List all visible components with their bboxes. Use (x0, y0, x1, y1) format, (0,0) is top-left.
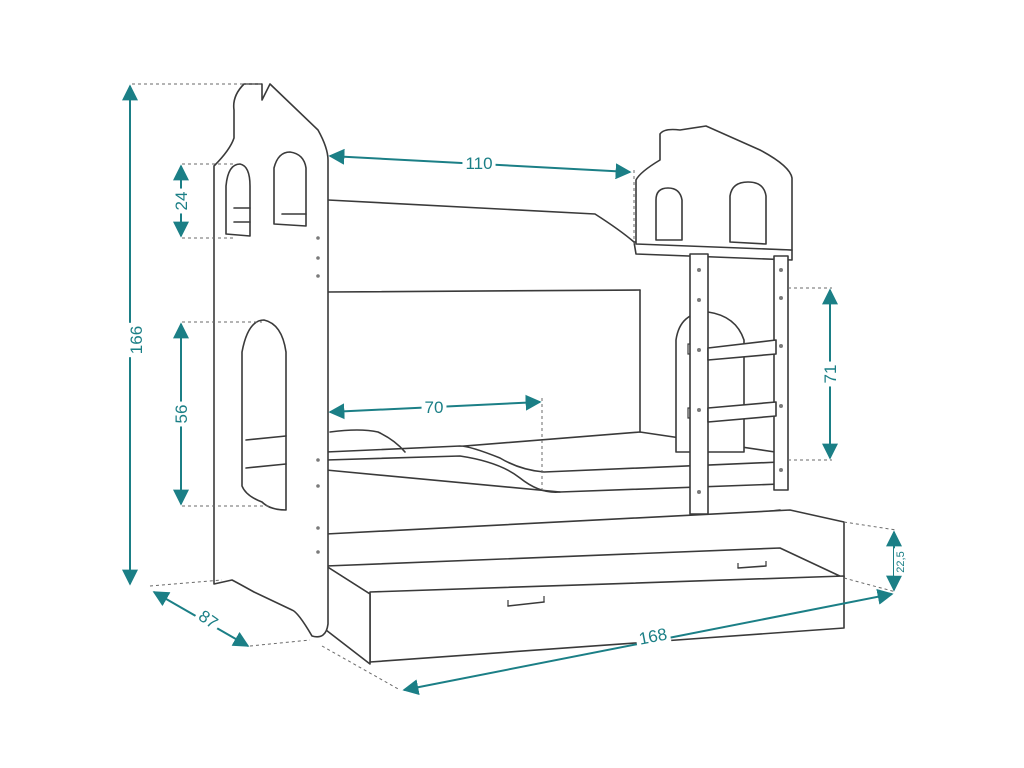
dim-ladder-height: 71 (821, 365, 840, 384)
dim-upper-window-height: 24 (172, 192, 191, 211)
dim-total-height: 166 (127, 326, 146, 354)
ladder (689, 253, 789, 515)
dim-upper-clearance: 110 (465, 154, 492, 173)
dimension-labels: 166 24 56 110 70 71 87 168 22,5 (126, 153, 908, 651)
extension-lines (132, 83, 897, 691)
drawer (325, 509, 845, 665)
dim-lower-window-height: 56 (172, 405, 191, 424)
dim-drawer-height: 22,5 (895, 551, 907, 572)
left-end-panel (213, 83, 329, 638)
dim-lower-clearance: 70 (425, 398, 444, 417)
